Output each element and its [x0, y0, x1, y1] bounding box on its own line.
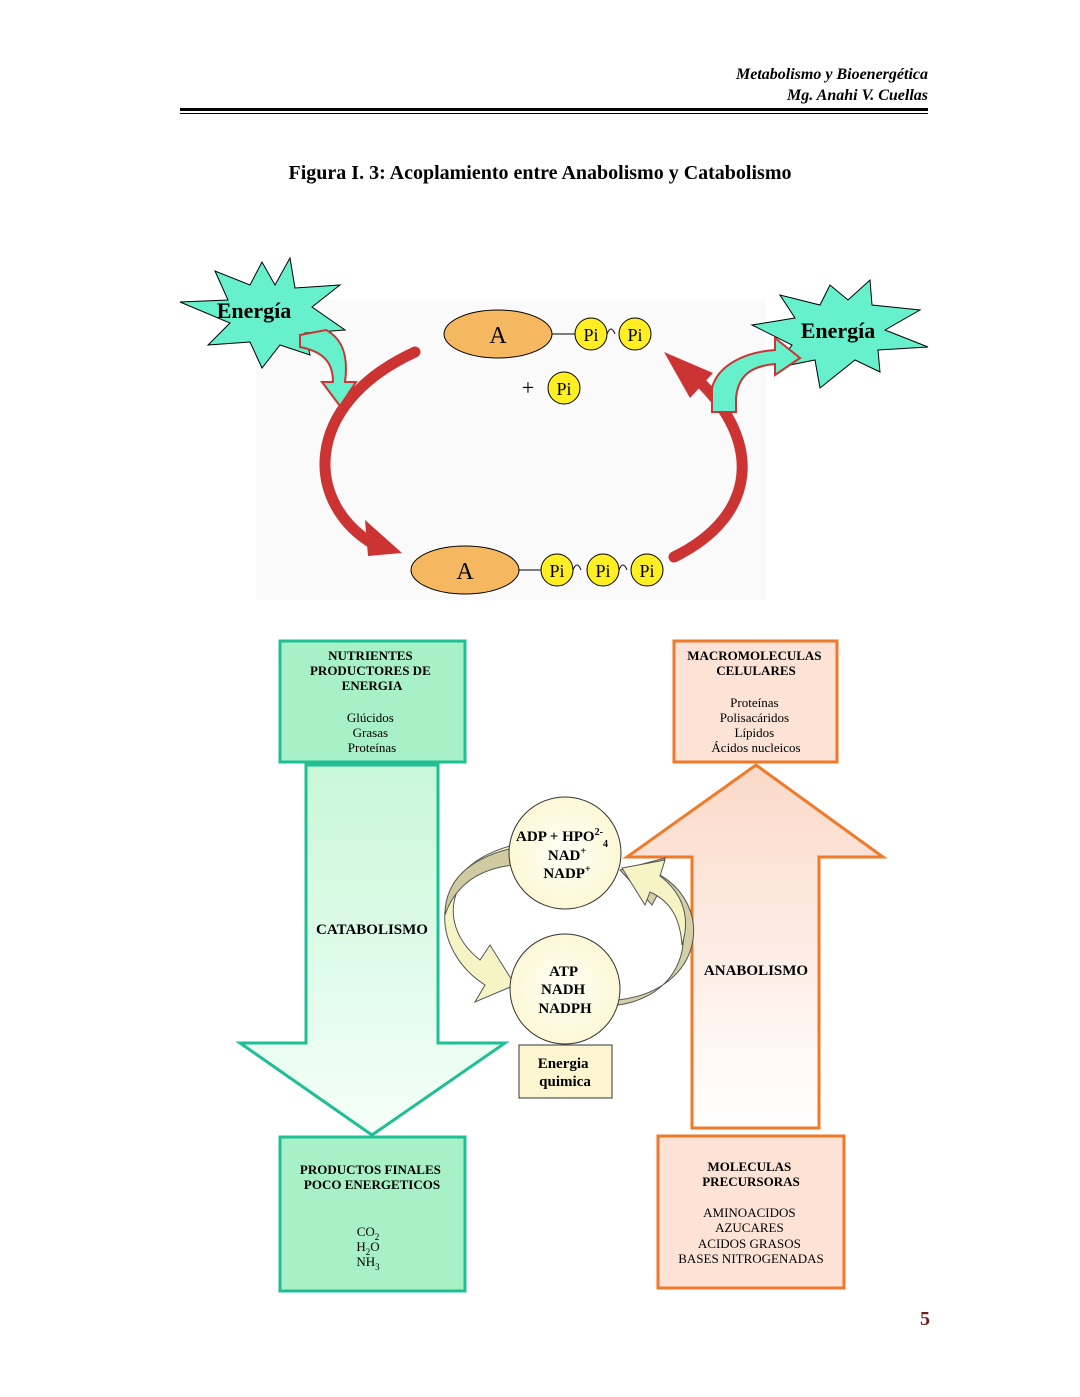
nutrients-item-2: Grasas [353, 725, 388, 740]
final-products-box [278, 1135, 467, 1293]
macromolecules-title-2: CELULARES [716, 663, 795, 678]
macromolecules-title-1: MACROMOLECULAS [687, 648, 821, 663]
header-author: Mg. Anahi V. Cuellas [787, 87, 928, 104]
free-phosphate-label: Pi [556, 379, 571, 399]
hydrolysis-arrowhead [664, 352, 713, 398]
atp-phosphate-3-label: Pi [639, 561, 654, 581]
macromolecules-item-1: Proteínas [730, 695, 778, 710]
svg-text:AMINOACIDOS AZUCARES A: AMINOACIDOS AZUCARES ACIDOS GRASOS BASES… [678, 1205, 824, 1266]
precursors-title-2: PRECURSORAS [702, 1174, 800, 1189]
chemical-energy-line-2: quimica [539, 1074, 591, 1090]
energy-out-arrow [711, 335, 802, 413]
macromolecules-item-4: Ácidos nucleicos [711, 740, 800, 755]
anabolism-label: ANABOLISMO [704, 963, 808, 979]
figure-title: Figura I. 3: Acoplamiento entre Anabolis… [288, 162, 792, 184]
adp-phosphate-2 [618, 317, 652, 351]
atp-phosphate-1-label: Pi [549, 561, 564, 581]
nutrients-item-3: Proteínas [348, 740, 396, 755]
nutrients-title-3: ENERGIA [342, 678, 403, 693]
macromolecules-box [672, 639, 839, 764]
energy-in-label: Energía [217, 298, 292, 323]
high-energy-line-1: ATP [549, 964, 578, 980]
svg-text:Proteínas Polisacáridos: Proteínas Polisacáridos Lípidos Ácidos n… [711, 695, 800, 755]
adp-phosphate-2-label: Pi [627, 325, 642, 345]
co2-formula: CO2 [357, 1224, 380, 1242]
page-number: 5 [920, 1308, 930, 1330]
atp-phosphate-2-label: Pi [595, 561, 610, 581]
nh3-formula: NH3 [356, 1254, 380, 1272]
free-phosphate [547, 371, 581, 405]
macromolecules-item-2: Polisacáridos [720, 710, 789, 725]
energy-out-label: Energía [801, 318, 876, 343]
header-title: Metabolismo y Bioenergética [736, 66, 928, 83]
chemical-energy-box [518, 1044, 613, 1099]
energy-in-arrow [299, 328, 358, 408]
final-products-title-1: PRODUCTOS FINALES [300, 1162, 441, 1177]
svg-text:Glúcidos Grasas Proteí: Glúcidos Grasas Proteínas [347, 710, 397, 755]
coupling-arrow-left-shade [444, 847, 516, 916]
low-energy-line-2: NAD+ [548, 846, 587, 864]
adp-phosphate-1-label: Pi [583, 325, 598, 345]
synthesis-arrowhead [365, 520, 402, 556]
precursors-item-2: AZUCARES [715, 1220, 784, 1235]
low-energy-line-1: ADP + HPO2-4 [516, 827, 608, 850]
svg-text:PRODUCTOS FINALES POCO ENE: PRODUCTOS FINALES POCO ENERGETICOS [300, 1162, 444, 1192]
svg-text:NUTRIENTES PRODUCTORES DE: NUTRIENTES PRODUCTORES DE ENERGIA [310, 648, 434, 693]
nutrients-title-2: PRODUCTORES DE [310, 663, 431, 678]
nutrients-item-1: Glúcidos [347, 710, 394, 725]
precursors-box [656, 1134, 846, 1290]
low-energy-circle [508, 796, 622, 910]
final-products-title-2: POCO ENERGETICOS [304, 1177, 440, 1192]
coupling-arrow-right-light [621, 859, 687, 946]
catabolism-arrow [235, 763, 510, 1137]
low-energy-line-3: NADP+ [543, 864, 591, 882]
high-energy-line-2: NADH [541, 982, 585, 998]
header-rule-thin [180, 113, 928, 114]
high-energy-line-3: NADPH [538, 1001, 592, 1017]
atp-phosphate-3 [630, 553, 664, 587]
precursors-item-3: ACIDOS GRASOS [698, 1236, 801, 1251]
svg-text:ATP NADH NADPH: ATP NADH NADPH [538, 964, 592, 1017]
macromolecules-item-3: Lípidos [735, 725, 775, 740]
catabolism-label: CATABOLISMO [316, 922, 428, 938]
nutrients-title-1: NUTRIENTES [328, 648, 413, 663]
page-header: Metabolismo y Bioenergética Mg. Anahi V.… [736, 64, 928, 106]
precursors-item-1: AMINOACIDOS [703, 1205, 795, 1220]
synthesis-arc [319, 346, 421, 551]
precursors-title-1: MOLECULAS [707, 1159, 791, 1174]
high-energy-circle [509, 933, 621, 1045]
svg-text:Energia quimica: Energia quimica [538, 1056, 593, 1090]
precursors-item-4: BASES NITROGENADAS [678, 1251, 824, 1266]
header-rule-thick [180, 108, 928, 111]
chemical-energy-line-1: Energia [538, 1056, 589, 1072]
anabolism-arrow [622, 763, 888, 1130]
adp-adenosine-label: A [489, 323, 507, 349]
atp-adenosine-label: A [456, 559, 474, 585]
plus-sign: + [522, 375, 534, 400]
nutrients-box [278, 639, 467, 764]
svg-text:MOLECULAS PRECURSORAS: MOLECULAS PRECURSORAS [702, 1159, 800, 1189]
h2o-formula: H2O [356, 1239, 379, 1257]
svg-text:MACROMOLECULAS CELULARES: MACROMOLECULAS CELULARES [687, 648, 825, 678]
